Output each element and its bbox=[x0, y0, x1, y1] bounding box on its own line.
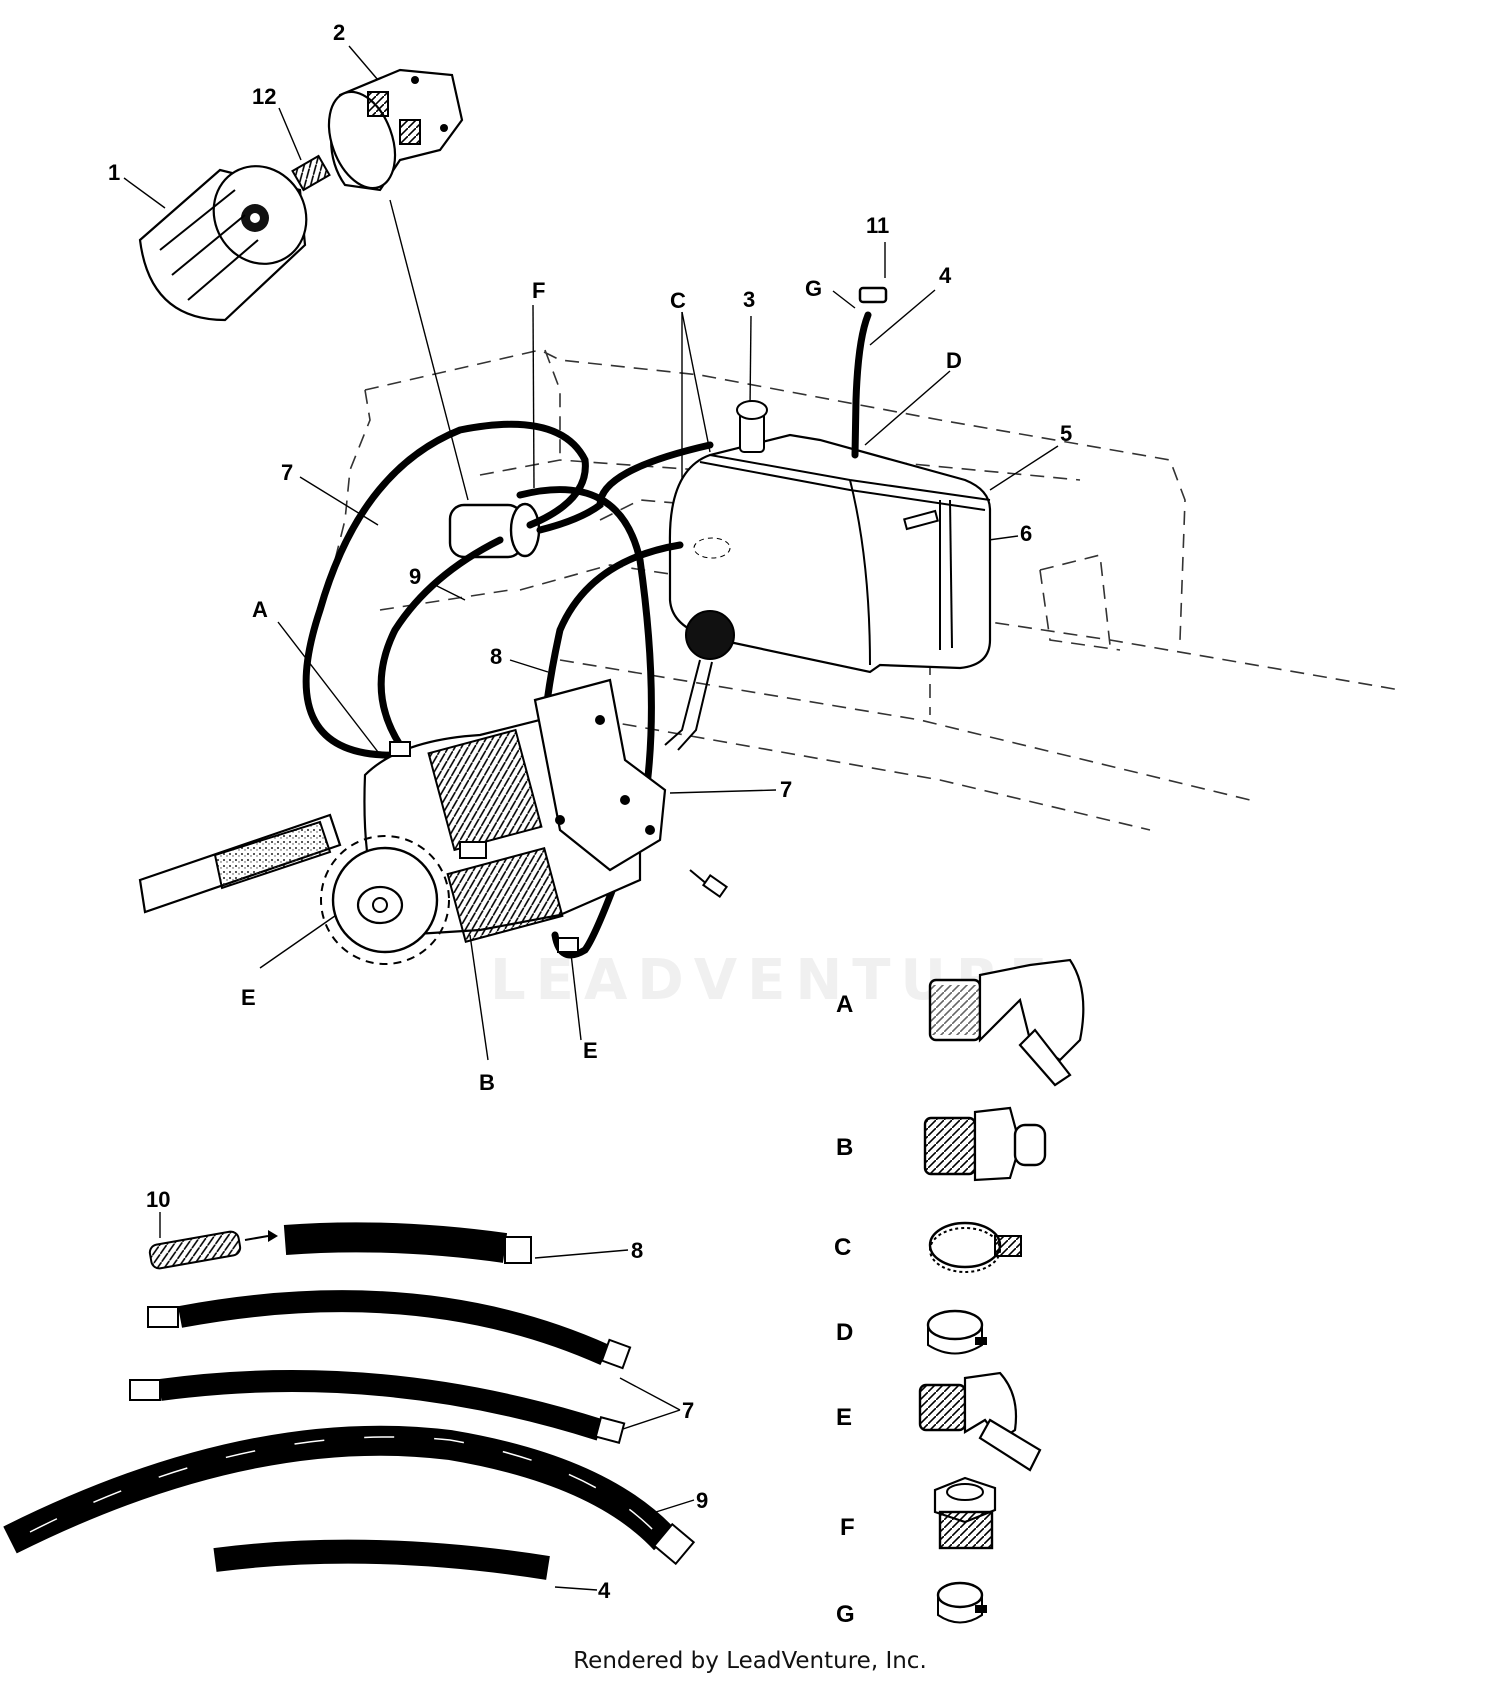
callout-10: 10 bbox=[146, 1187, 170, 1212]
cooling-fan bbox=[320, 835, 450, 965]
callout-B: B bbox=[479, 1070, 495, 1095]
hydraulic-reservoir bbox=[664, 400, 992, 751]
fitting-g-clamp bbox=[936, 1581, 987, 1624]
fitting-e-elbow bbox=[918, 1371, 1042, 1472]
filter-fitting bbox=[448, 502, 541, 559]
callout-2: 2 bbox=[333, 20, 345, 45]
fitting-d-clamp bbox=[926, 1309, 987, 1355]
callout-1: 1 bbox=[108, 160, 120, 185]
callout-8: 8 bbox=[490, 644, 502, 669]
fitting-legend-letters: A B C D E F G bbox=[834, 991, 855, 1628]
callout-9: 9 bbox=[409, 564, 421, 589]
callout-C: C bbox=[670, 288, 686, 313]
vent-hose bbox=[851, 286, 888, 459]
callout-5: 5 bbox=[1060, 421, 1072, 446]
legend-B: B bbox=[836, 1134, 853, 1161]
oil-filter bbox=[138, 165, 308, 322]
callout-9-lower: 9 bbox=[696, 1488, 708, 1513]
legend-F: F bbox=[840, 1514, 855, 1541]
filter-head-bracket bbox=[327, 68, 464, 192]
callout-G: G bbox=[805, 276, 822, 301]
callout-8-lower: 8 bbox=[631, 1238, 643, 1263]
exploded-hose-set bbox=[3, 1222, 696, 1580]
callout-A: A bbox=[252, 597, 268, 622]
threaded-nipple bbox=[291, 154, 331, 192]
legend-G: G bbox=[836, 1601, 855, 1628]
callout-4: 4 bbox=[939, 263, 952, 288]
legend-A: A bbox=[836, 991, 853, 1018]
legend-E: E bbox=[836, 1404, 852, 1431]
rendered-by-footer: Rendered by LeadVenture, Inc. bbox=[573, 1648, 927, 1674]
callout-4-lower: 4 bbox=[598, 1578, 611, 1603]
callout-F: F bbox=[532, 278, 545, 303]
fitting-a-elbow bbox=[928, 958, 1085, 1087]
callout-12: 12 bbox=[252, 84, 276, 109]
legend-C: C bbox=[834, 1234, 851, 1261]
callout-E-left: E bbox=[241, 985, 256, 1010]
callout-D: D bbox=[946, 348, 962, 373]
callout-7-top: 7 bbox=[281, 460, 293, 485]
callout-E-right: E bbox=[583, 1038, 598, 1063]
callout-6: 6 bbox=[1020, 521, 1032, 546]
fitting-b-straight bbox=[923, 1106, 1047, 1182]
callout-11: 11 bbox=[866, 213, 889, 238]
callout-3: 3 bbox=[743, 287, 755, 312]
callout-7-mid: 7 bbox=[780, 777, 792, 802]
callout-7-lower: 7 bbox=[682, 1398, 694, 1423]
fitting-c-hose-clamp bbox=[928, 1221, 1022, 1273]
fitting-f-bushing bbox=[933, 1476, 997, 1550]
part-callouts: 1 2 12 3 11 4 D 5 6 F C G 7 9 A 8 7 E E … bbox=[108, 20, 1072, 1603]
legend-D: D bbox=[836, 1319, 853, 1346]
hydraulic-pump-assembly bbox=[138, 678, 729, 965]
